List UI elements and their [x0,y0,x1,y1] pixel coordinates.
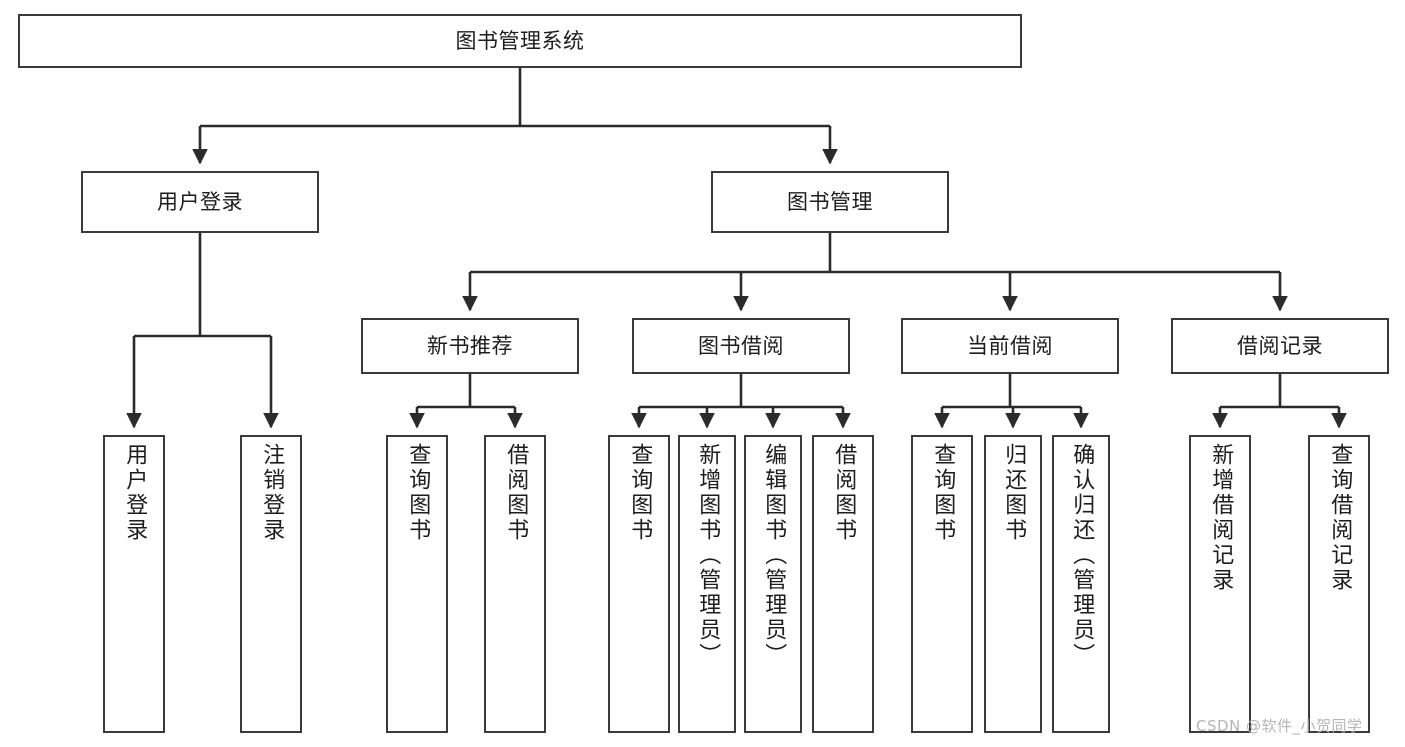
leaf-logout-label: 注销登录 [259,443,285,543]
node-book-borrow[interactable]: 图书借阅 [632,318,850,374]
leaf-edit-book[interactable]: 编辑图书（管理员） [744,435,802,733]
node-current-borrow[interactable]: 当前借阅 [901,318,1119,374]
leaf-add-book-label: 新增图书（管理员） [695,443,721,668]
leaf-query-book-2-label: 查询图书 [627,443,653,543]
leaf-add-record-label: 新增借阅记录 [1208,443,1234,593]
leaf-borrow-book-1-label: 借阅图书 [503,443,529,543]
leaf-query-record[interactable]: 查询借阅记录 [1308,435,1370,733]
node-borrow-record[interactable]: 借阅记录 [1171,318,1389,374]
leaf-user-login-label: 用户登录 [122,443,148,543]
node-root-label: 图书管理系统 [455,28,585,53]
leaf-query-book-1[interactable]: 查询图书 [386,435,448,733]
leaf-query-book-1-label: 查询图书 [405,443,431,543]
leaf-return-book[interactable]: 归还图书 [984,435,1042,733]
leaf-confirm-return[interactable]: 确认归还（管理员） [1052,435,1110,733]
leaf-query-book-2[interactable]: 查询图书 [608,435,670,733]
node-user-login-label: 用户登录 [157,189,243,214]
leaf-confirm-return-label: 确认归还（管理员） [1069,443,1095,668]
leaf-borrow-book-2[interactable]: 借阅图书 [812,435,874,733]
leaf-return-book-label: 归还图书 [1001,443,1027,543]
csdn-watermark: CSDN @软件_小贺同学 [1196,717,1363,735]
node-book-manage[interactable]: 图书管理 [711,171,949,233]
leaf-query-record-label: 查询借阅记录 [1327,443,1353,593]
leaf-logout[interactable]: 注销登录 [240,435,302,733]
node-user-login[interactable]: 用户登录 [81,171,319,233]
leaf-borrow-book-2-label: 借阅图书 [831,443,857,543]
leaf-user-login[interactable]: 用户登录 [103,435,165,733]
leaf-borrow-book-1[interactable]: 借阅图书 [484,435,546,733]
leaf-query-book-3[interactable]: 查询图书 [911,435,973,733]
node-root[interactable]: 图书管理系统 [18,14,1022,68]
node-book-manage-label: 图书管理 [787,189,873,214]
node-new-book-rec[interactable]: 新书推荐 [361,318,579,374]
node-book-borrow-label: 图书借阅 [698,333,784,358]
node-current-borrow-label: 当前借阅 [967,333,1053,358]
leaf-add-record[interactable]: 新增借阅记录 [1189,435,1251,733]
node-new-book-rec-label: 新书推荐 [427,333,513,358]
leaf-add-book[interactable]: 新增图书（管理员） [678,435,736,733]
leaf-query-book-3-label: 查询图书 [930,443,956,543]
leaf-edit-book-label: 编辑图书（管理员） [761,443,787,668]
node-borrow-record-label: 借阅记录 [1237,333,1323,358]
